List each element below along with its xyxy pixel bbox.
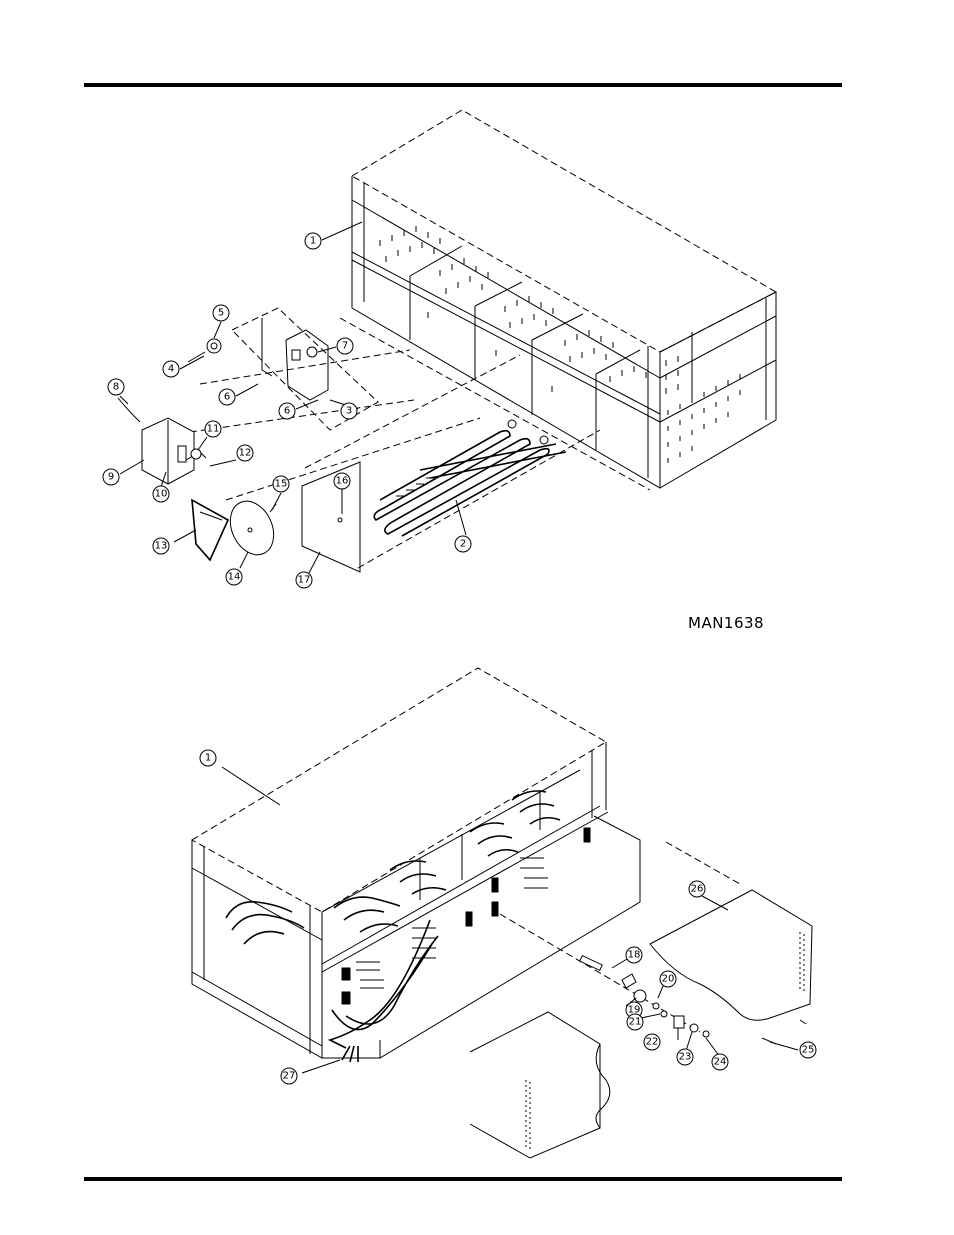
svg-text:7: 7 [342,341,348,352]
svg-text:17: 17 [298,575,311,586]
callout-13: 13 [153,538,169,554]
svg-text:11: 11 [207,424,220,435]
callout-16: 16 [334,473,350,489]
bottom-cabinet [192,668,640,1062]
svg-text:13: 13 [155,541,168,552]
svg-text:10: 10 [155,489,168,500]
svg-text:20: 20 [662,974,675,985]
svg-text:6: 6 [284,406,290,417]
lower-panel [470,1012,610,1158]
svg-text:12: 12 [239,448,252,459]
fastener-chain [500,914,806,1044]
svg-text:26: 26 [691,884,704,895]
svg-text:4: 4 [168,364,174,375]
callout-1: 1 [305,233,321,249]
svg-text:16: 16 [336,476,349,487]
svg-text:24: 24 [714,1057,727,1068]
svg-text:15: 15 [275,479,288,490]
callout-9: 9 [103,469,119,485]
callout-6a: 6 [219,389,235,405]
callout-5: 5 [213,305,229,321]
svg-text:14: 14 [228,572,241,583]
callout-22: 22 [644,1034,660,1050]
callout-8: 8 [108,379,124,395]
svg-text:9: 9 [108,472,114,483]
callout-11: 11 [205,421,221,437]
switch-box [118,398,206,484]
drawing-id-label: MAN1638 [688,614,764,632]
callout-15: 15 [273,476,289,492]
svg-text:3: 3 [346,406,352,417]
callout-10: 10 [153,486,169,502]
svg-text:25: 25 [802,1045,815,1056]
callout-18: 18 [626,947,642,963]
callout-2: 2 [455,536,471,552]
svg-text:8: 8 [113,382,119,393]
callout-20: 20 [660,971,676,987]
callout-12: 12 [237,445,253,461]
callout-21: 21 [627,1014,643,1030]
svg-text:21: 21 [629,1017,642,1028]
svg-text:18: 18 [628,950,641,961]
callout-23: 23 [677,1049,693,1065]
callout-17: 17 [296,572,312,588]
svg-text:1: 1 [310,236,316,247]
svg-text:5: 5 [218,308,224,319]
callout-7: 7 [337,338,353,354]
knob [188,339,221,362]
svg-text:27: 27 [283,1071,296,1082]
callout-leaders [120,222,798,1073]
svg-text:1: 1 [205,753,211,764]
heating-element [374,420,566,536]
top-cabinet [352,110,776,488]
svg-text:23: 23 [679,1052,692,1063]
callout-3: 3 [341,403,357,419]
callout-24: 24 [712,1054,728,1070]
side-panel [650,842,812,1020]
callout-4: 4 [163,361,179,377]
callout-14: 14 [226,569,242,585]
svg-text:22: 22 [646,1037,659,1048]
cover-panel [302,462,360,572]
callout-27: 27 [281,1068,297,1084]
svg-text:6: 6 [224,392,230,403]
fan-assembly [192,494,282,562]
callout-25: 25 [800,1042,816,1058]
callout-b1: 1 [200,750,216,766]
callout-6b: 6 [279,403,295,419]
callout-26: 26 [689,881,705,897]
svg-text:2: 2 [460,539,466,550]
